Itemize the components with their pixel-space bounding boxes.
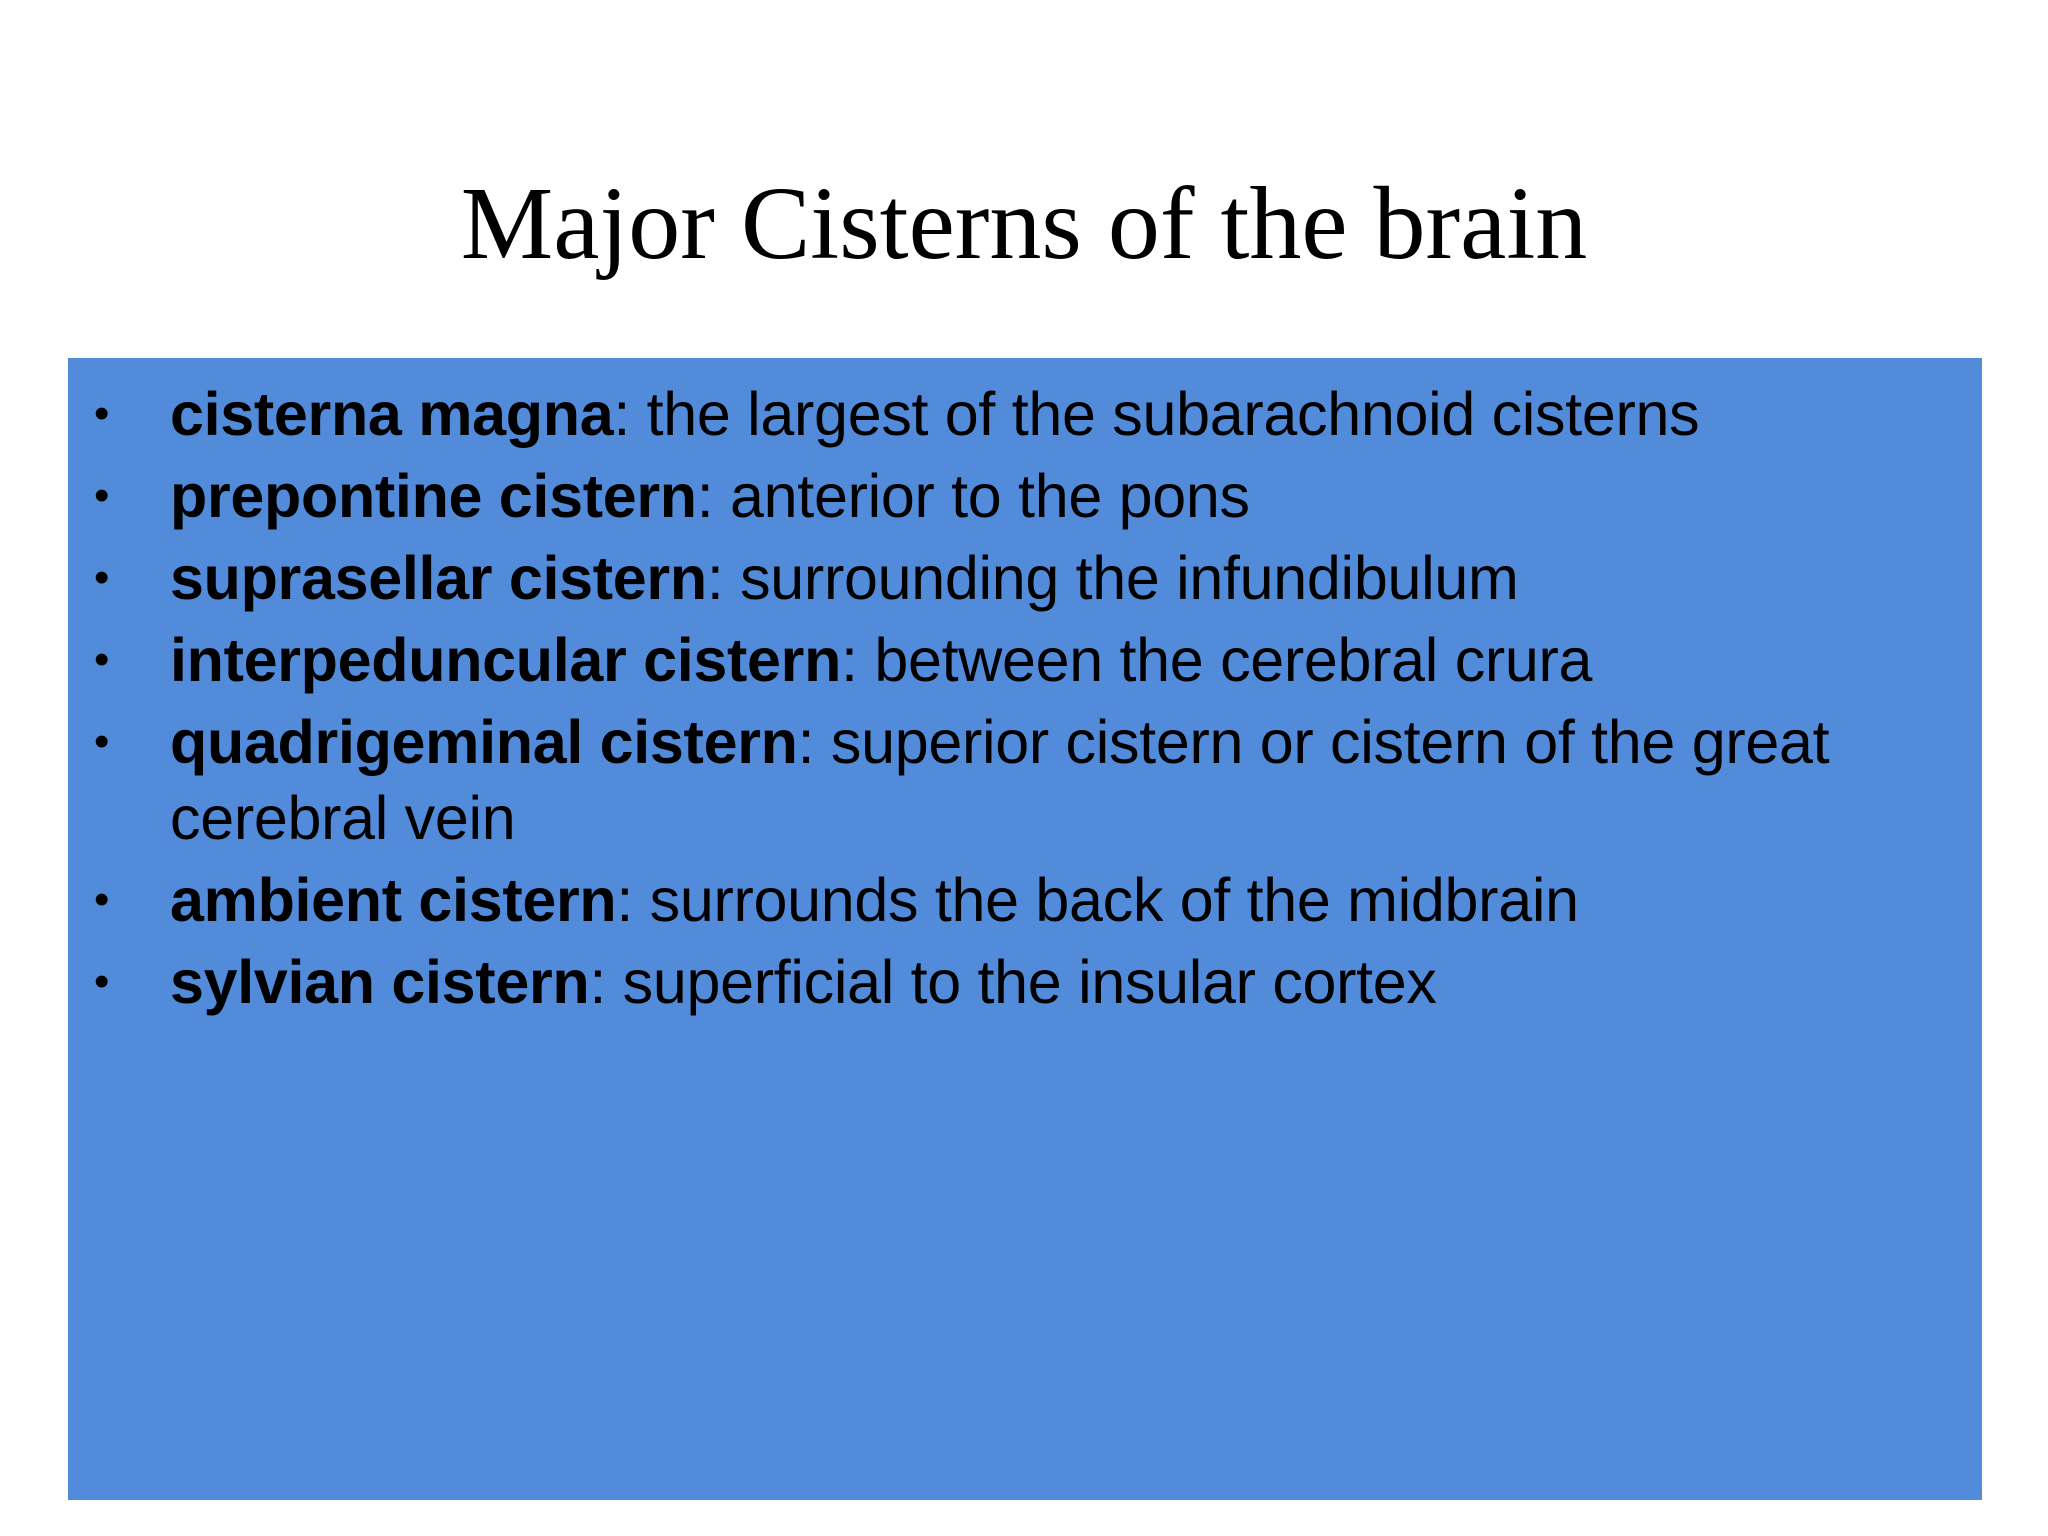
bullet-description: between the cerebral crura	[874, 626, 1593, 694]
bullet-description: surrounding the infundibulum	[740, 544, 1519, 612]
bullet-dot-icon: •	[94, 717, 110, 766]
title-area: Major Cisterns of the brain	[0, 96, 2048, 352]
list-item: • interpeduncular cistern: between the ce…	[68, 622, 1978, 698]
list-item: • prepontine cistern: anterior to the pon…	[68, 458, 1978, 534]
bullet-term: quadrigeminal cistern	[170, 708, 798, 776]
bullet-separator: :	[841, 626, 875, 694]
bullet-list: • cisterna magna: the largest of the suba…	[68, 376, 1978, 1020]
page-title: Major Cisterns of the brain	[460, 165, 1588, 281]
bullet-term: cisterna magna	[170, 380, 614, 448]
list-item: • quadrigeminal cistern: superior cistern…	[68, 704, 1978, 856]
bullet-separator: :	[797, 708, 831, 776]
bullet-dot-icon: •	[94, 389, 110, 438]
bullet-dot-icon: •	[94, 875, 110, 924]
bullet-dot-icon: •	[94, 553, 110, 602]
list-item: • suprasellar cistern: surrounding the in…	[68, 540, 1978, 616]
bullet-separator: :	[696, 462, 731, 530]
bullet-separator: :	[613, 380, 647, 448]
bullet-description: the largest of the subarachnoid cisterns	[646, 380, 1700, 448]
bullet-separator: :	[706, 544, 741, 612]
bullet-separator: :	[616, 866, 650, 934]
list-item: • cisterna magna: the largest of the suba…	[68, 376, 1978, 452]
bullet-term: suprasellar cistern	[170, 544, 707, 612]
bullet-term: interpeduncular cistern	[170, 626, 842, 694]
bullet-description: superior cistern or cistern of the great…	[170, 708, 1830, 852]
list-item: • ambient cistern: surrounds the back of …	[68, 862, 1978, 938]
content-panel: • cisterna magna: the largest of the suba…	[68, 358, 1982, 1500]
bullet-description: anterior to the pons	[730, 462, 1250, 530]
bullet-description: superficial to the insular cortex	[622, 948, 1437, 1016]
list-item: • sylvian cistern: superficial to the ins…	[68, 944, 1978, 1020]
bullet-dot-icon: •	[94, 957, 110, 1006]
bullet-separator: :	[589, 948, 623, 1016]
bullet-description: surrounds the back of the midbrain	[649, 866, 1579, 934]
bullet-term: sylvian cistern	[170, 948, 590, 1016]
bullet-term: ambient cistern	[170, 866, 617, 934]
bullet-dot-icon: •	[94, 471, 110, 520]
bullet-term: prepontine cistern	[170, 462, 697, 530]
bullet-dot-icon: •	[94, 635, 110, 684]
